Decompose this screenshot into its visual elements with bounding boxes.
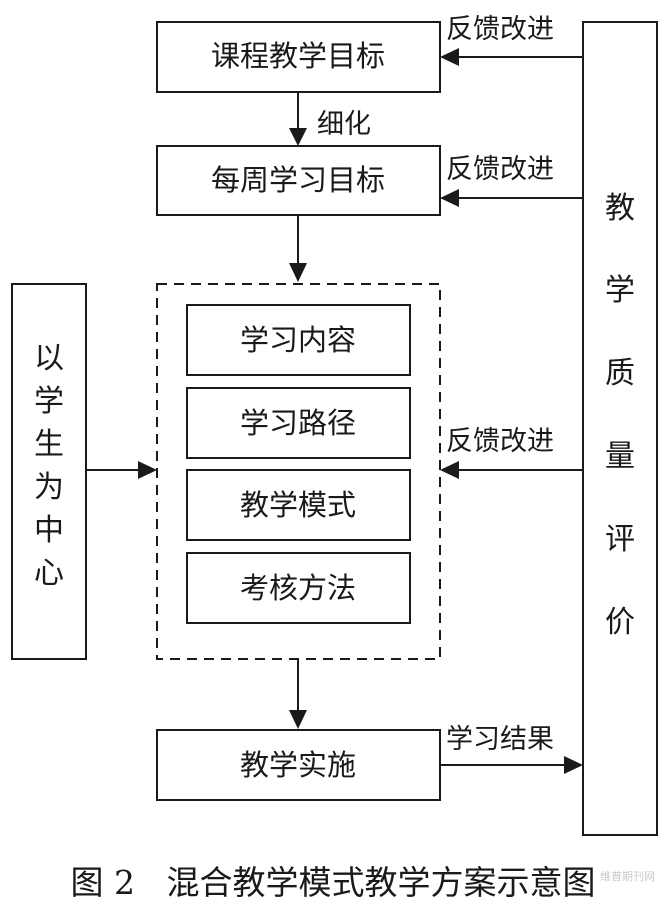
node-assessment-method-label: 考核方法 bbox=[240, 571, 356, 605]
edge-feedback-course-goal: 反馈改进 bbox=[440, 14, 583, 66]
node-learning-content-label: 学习内容 bbox=[240, 323, 356, 357]
node-student-centered-char-2: 学 bbox=[34, 384, 64, 419]
node-teaching-implementation-label: 教学实施 bbox=[240, 748, 356, 782]
edge-feedback-weekly-goal: 反馈改进 bbox=[440, 154, 583, 207]
watermark: 维普期刊网 bbox=[600, 869, 655, 883]
node-quality-evaluation-char-3: 质 bbox=[605, 356, 635, 391]
node-student-centered-char-1: 以 bbox=[34, 341, 64, 376]
edge-learning-result-label: 学习结果 bbox=[446, 724, 554, 755]
node-learning-path-label: 学习路径 bbox=[240, 406, 356, 440]
edge-student-to-group bbox=[86, 461, 157, 479]
node-student-centered-char-5: 中 bbox=[34, 513, 64, 548]
node-quality-evaluation-char-5: 评 bbox=[605, 522, 635, 557]
node-quality-evaluation-char-1: 教 bbox=[605, 191, 635, 226]
node-quality-evaluation-char-2: 学 bbox=[605, 273, 635, 308]
node-student-centered-char-6: 心 bbox=[34, 556, 64, 591]
node-quality-evaluation-char-6: 价 bbox=[605, 605, 635, 640]
edge-refine: 细化 bbox=[289, 92, 371, 146]
node-learning-content: 学习内容 bbox=[186, 304, 411, 376]
node-weekly-goal: 每周学习目标 bbox=[156, 145, 441, 216]
edge-feedback-group-label: 反馈改进 bbox=[446, 426, 554, 457]
edge-feedback-group: 反馈改进 bbox=[440, 426, 583, 479]
node-teaching-implementation: 教学实施 bbox=[156, 729, 441, 801]
node-weekly-goal-label: 每周学习目标 bbox=[211, 163, 385, 197]
node-learning-path: 学习路径 bbox=[186, 387, 411, 459]
figure-caption: 图 2 混合教学模式教学方案示意图 bbox=[71, 863, 596, 902]
edge-feedback-weekly-goal-label: 反馈改进 bbox=[446, 154, 554, 185]
node-student-centered-char-3: 生 bbox=[34, 427, 64, 462]
edge-feedback-course-goal-label: 反馈改进 bbox=[446, 14, 554, 45]
node-teaching-mode: 教学模式 bbox=[186, 469, 411, 541]
node-quality-evaluation-char-4: 量 bbox=[605, 439, 635, 474]
edge-refine-label: 细化 bbox=[317, 109, 371, 140]
teaching-plan-group: 学习内容 学习路径 教学模式 考核方法 bbox=[156, 283, 441, 660]
node-teaching-mode-label: 教学模式 bbox=[240, 488, 356, 522]
node-student-centered: 以 学 生 为 中 心 bbox=[11, 283, 87, 660]
node-student-centered-char-4: 为 bbox=[34, 470, 64, 505]
edge-group-to-implementation bbox=[289, 659, 307, 729]
node-quality-evaluation: 教 学 质 量 评 价 bbox=[582, 21, 658, 836]
edge-weekly-to-group bbox=[289, 215, 307, 282]
node-course-goal: 课程教学目标 bbox=[156, 21, 441, 93]
edge-learning-result: 学习结果 bbox=[440, 724, 583, 774]
node-assessment-method: 考核方法 bbox=[186, 552, 411, 624]
node-course-goal-label: 课程教学目标 bbox=[211, 39, 385, 73]
